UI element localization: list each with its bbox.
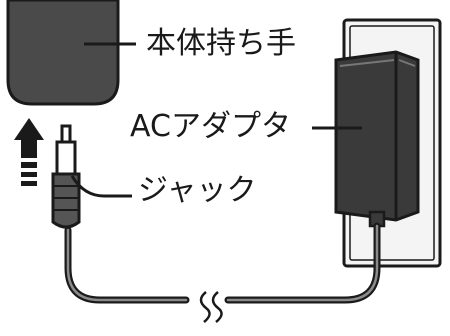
- leader-line-jack: [70, 175, 132, 198]
- ac-adapter: [334, 50, 420, 228]
- label-device-handle: 本体持ち手: [146, 26, 296, 61]
- power-cable: [64, 222, 381, 304]
- dc-jack-plug: [51, 124, 81, 229]
- device-body: [6, 0, 120, 106]
- insert-arrow-icon: [14, 118, 44, 186]
- label-ac-adapter: ACアダプタ: [130, 109, 291, 144]
- cable-break-mark: [199, 291, 223, 323]
- label-jack: ジャック: [138, 173, 257, 208]
